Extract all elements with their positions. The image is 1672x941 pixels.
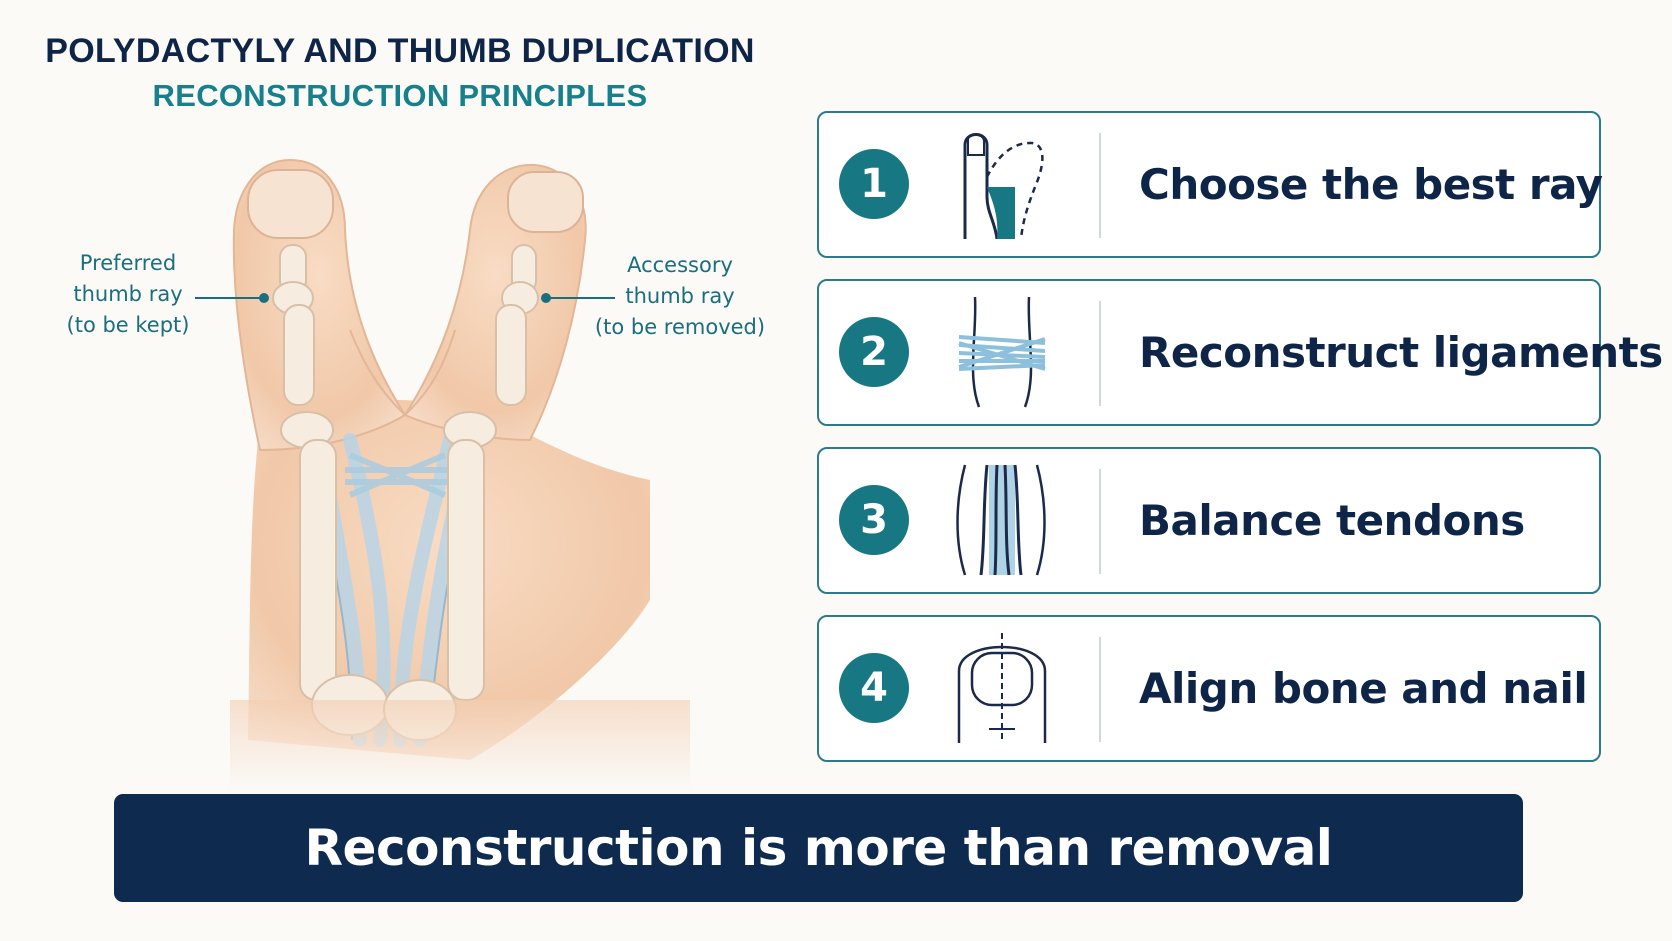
thumb-ray-icon — [963, 133, 1044, 240]
step-number: 3 — [839, 485, 909, 555]
nail-alignment-icon — [957, 633, 1047, 743]
summary-banner: Reconstruction is more than removal — [114, 794, 1523, 902]
page-subtitle: RECONSTRUCTION PRINCIPLES — [152, 78, 648, 113]
step-card-choose-ray: 1 Choose the best ray — [817, 111, 1603, 258]
step-label: Reconstruct ligaments — [1139, 328, 1663, 377]
left-nail — [247, 169, 334, 239]
hand-illustration — [195, 158, 690, 790]
step-number: 2 — [839, 317, 909, 387]
step-divider — [1099, 301, 1101, 406]
step-card-align-bone-nail: 4 Align bone and nail — [817, 615, 1601, 762]
ligament-icon — [958, 296, 1046, 408]
banner-text: Reconstruction is more than removal — [304, 819, 1333, 877]
page-title: POLYDACTYLY AND THUMB DUPLICATION — [45, 32, 755, 70]
callout-preferred-ray: Preferred thumb ray (to be kept) — [66, 251, 190, 337]
ligament-crossing — [345, 452, 450, 498]
step-number: 4 — [839, 653, 909, 723]
step-label: Choose the best ray — [1139, 160, 1603, 209]
step-label: Align bone and nail — [1139, 664, 1588, 713]
step-card-balance-tendons: 3 Balance tendons — [817, 447, 1601, 594]
callout-accessory-ray: Accessory thumb ray (to be removed) — [594, 253, 766, 339]
step-number: 1 — [839, 149, 909, 219]
step-card-reconstruct-ligaments: 2 Reconstruct ligaments — [817, 279, 1663, 426]
step-divider — [1099, 133, 1101, 238]
step-divider — [1099, 469, 1101, 574]
step-label: Balance tendons — [1139, 496, 1525, 545]
step-divider — [1099, 637, 1101, 742]
tendon-icon — [956, 464, 1046, 576]
right-nail — [507, 171, 584, 233]
